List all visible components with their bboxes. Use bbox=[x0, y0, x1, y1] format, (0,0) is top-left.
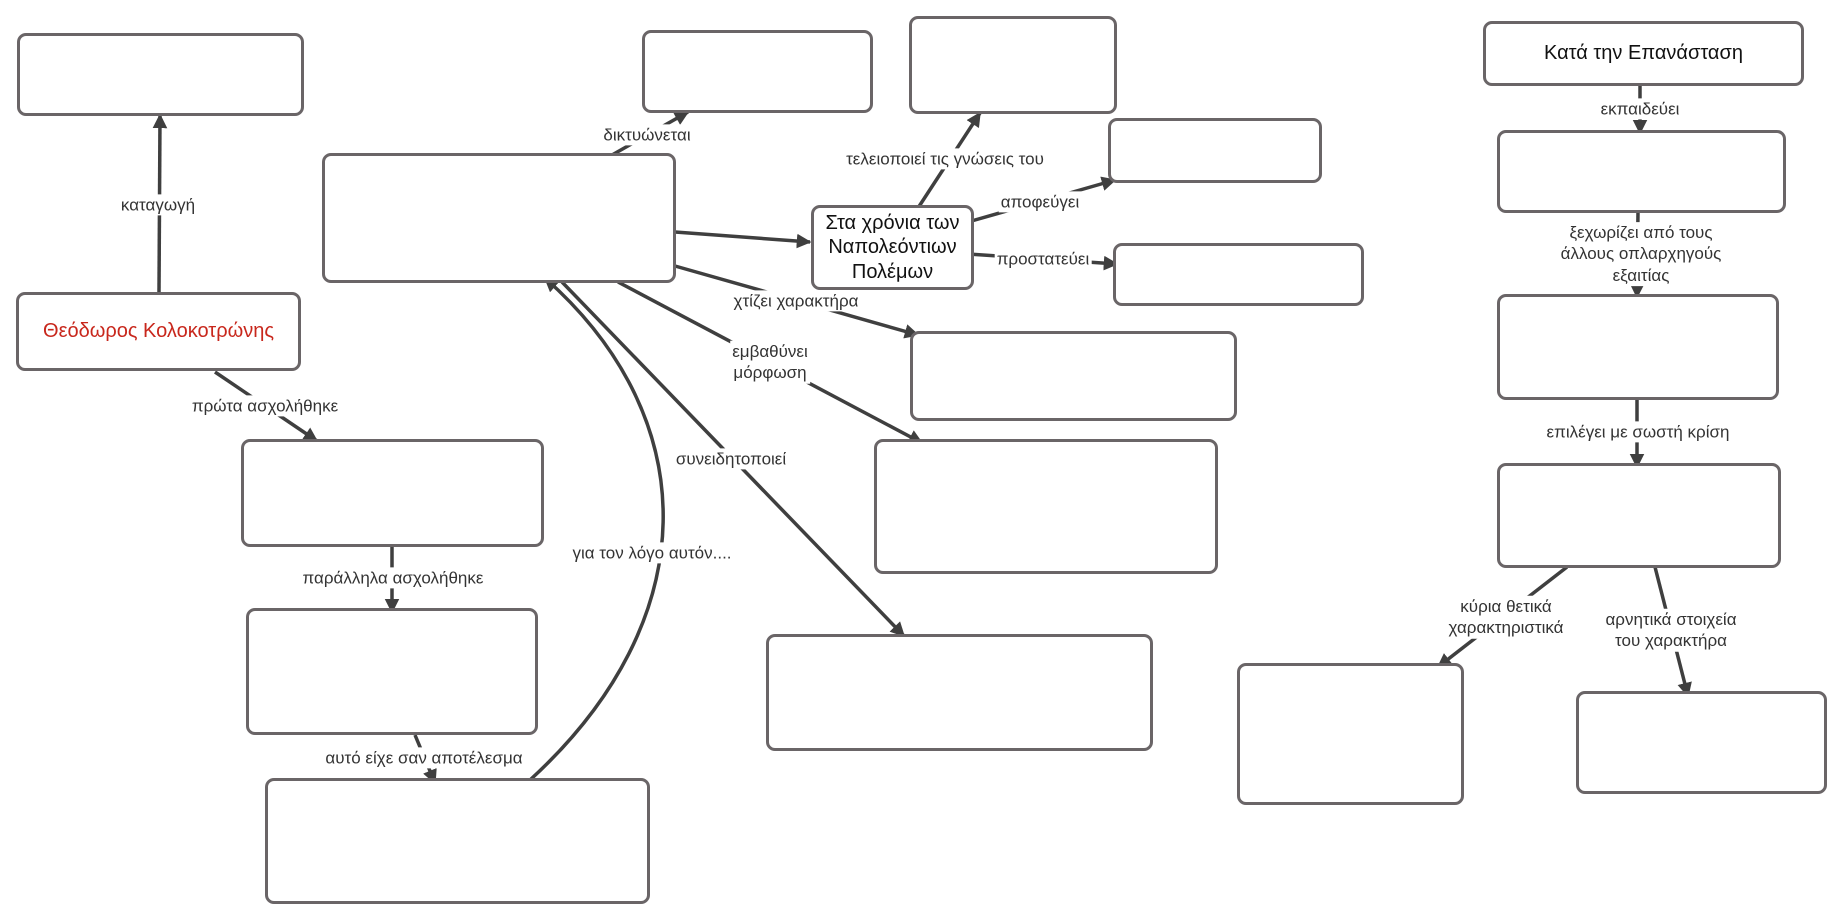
node-distinguished[interactable] bbox=[1497, 294, 1779, 400]
node-protects[interactable] bbox=[1113, 243, 1364, 306]
node-napoleonic-label: Στα χρόνια των Ναπολεόντιων Πολέμων bbox=[825, 211, 960, 283]
label-diktyonetai: δικτυώνεται bbox=[601, 124, 693, 146]
label-xtizei: χτίζει χαρακτήρα bbox=[731, 290, 861, 312]
label-katagogi: καταγωγή bbox=[118, 194, 198, 216]
node-judgment[interactable] bbox=[1497, 463, 1781, 568]
node-result[interactable] bbox=[265, 778, 650, 904]
node-revolution[interactable]: Κατά την Επανάσταση bbox=[1483, 21, 1804, 86]
label-emvathynei: εμβαθύνει μόρφωση bbox=[730, 340, 810, 384]
node-parallel-occupation[interactable] bbox=[246, 608, 538, 735]
node-negative-traits[interactable] bbox=[1576, 691, 1827, 794]
node-trains[interactable] bbox=[1497, 130, 1786, 213]
label-parallila: παράλληλα ασχολήθηκε bbox=[300, 567, 486, 589]
label-epilegei: επιλέγει με σωστή κρίση bbox=[1544, 421, 1732, 443]
node-origin[interactable] bbox=[17, 33, 304, 116]
node-top-knowledge[interactable] bbox=[909, 16, 1117, 114]
node-avoids[interactable] bbox=[1108, 118, 1322, 183]
label-xexorizei: ξεχωρίζει από τους άλλους οπλαρχηγούς εξ… bbox=[1542, 222, 1740, 286]
node-first-occupation[interactable] bbox=[241, 439, 544, 547]
node-top-network[interactable] bbox=[642, 30, 873, 113]
label-apotelesma: αυτό είχε σαν αποτέλεσμα bbox=[323, 747, 525, 769]
label-apofeugei: αποφεύγει bbox=[998, 191, 1082, 213]
node-kolokotronis-label: Θεόδωρος Κολοκοτρώνης bbox=[43, 320, 274, 343]
node-positive-traits[interactable] bbox=[1237, 663, 1464, 805]
label-arnitika: αρνητικά στοιχεία του χαρακτήρα bbox=[1603, 608, 1739, 652]
label-prostateuei: προστατεύει bbox=[994, 248, 1092, 270]
label-teleiopoiei: τελειοποιεί τις γνώσεις του bbox=[844, 148, 1046, 170]
node-kolokotronis[interactable]: Θεόδωρος Κολοκοτρώνης bbox=[16, 292, 301, 371]
node-napoleonic[interactable]: Στα χρόνια των Ναπολεόντιων Πολέμων bbox=[811, 205, 974, 290]
edge-logo bbox=[528, 276, 665, 782]
label-ekpaideuei: εκπαιδεύει bbox=[1598, 98, 1682, 120]
node-center[interactable] bbox=[322, 153, 676, 283]
label-kyria: κύρια θετικά χαρακτηριστικά bbox=[1446, 595, 1566, 639]
node-realizes[interactable] bbox=[766, 634, 1153, 751]
node-education[interactable] bbox=[874, 439, 1218, 574]
label-prota: πρώτα ασχολήθηκε bbox=[189, 395, 341, 417]
label-syneidito: συνειδητοποιεί bbox=[673, 448, 789, 470]
node-character[interactable] bbox=[910, 331, 1237, 421]
label-logo: για τον λόγο αυτόν.... bbox=[570, 542, 734, 564]
edge-to-napoleonic bbox=[674, 230, 812, 249]
node-revolution-label: Κατά την Επανάσταση bbox=[1544, 42, 1743, 65]
